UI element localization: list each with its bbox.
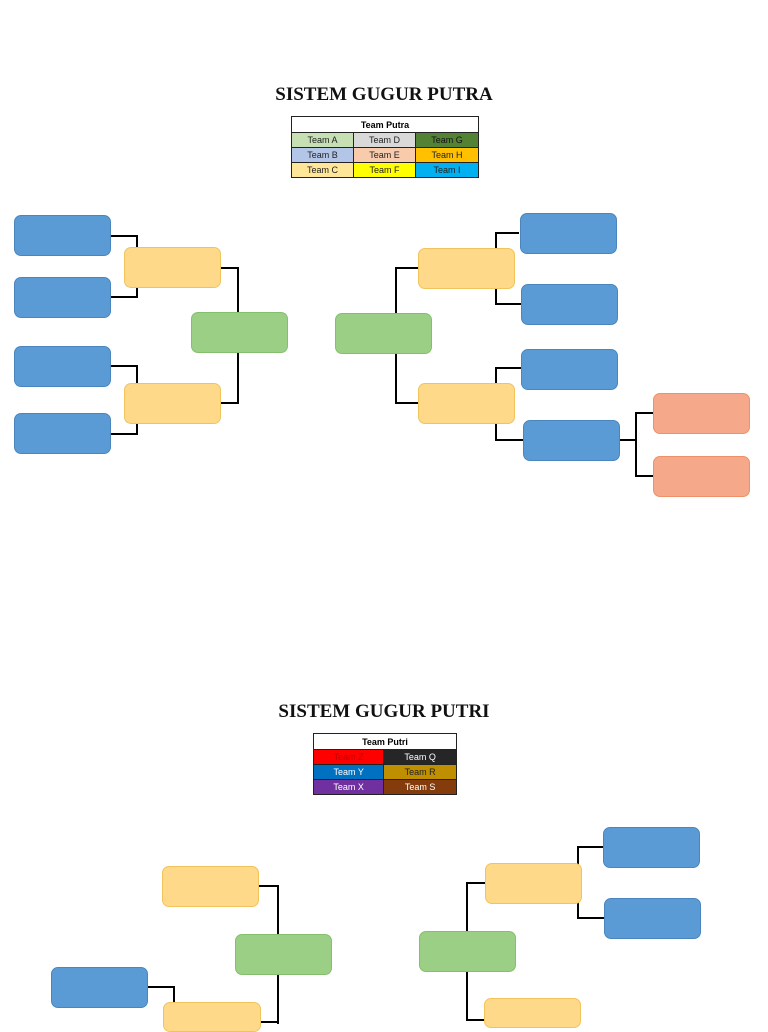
putri-legend-header: Team Putri <box>313 733 457 750</box>
putri-legend-table: Team Putri Team Z Team Q Team Y Team R T… <box>312 733 457 795</box>
putra-slot-left-final[interactable] <box>191 312 288 353</box>
putra-legend-cell: Team B <box>291 147 354 163</box>
putra-legend-cell: Team A <box>291 132 354 148</box>
putri-title: SISTEM GUGUR PUTRI <box>278 701 490 722</box>
putri-slot-right-r2-1[interactable] <box>485 863 582 904</box>
putri-slot-right-final[interactable] <box>419 931 516 972</box>
putra-title: SISTEM GUGUR PUTRA <box>275 84 493 105</box>
putra-slot-left-r1-1[interactable] <box>14 215 111 256</box>
putra-slot-left-r2-2[interactable] <box>124 383 221 424</box>
putra-legend-header: Team Putra <box>291 116 479 133</box>
putra-slot-right-r1-4[interactable] <box>523 420 620 461</box>
putra-slot-right-r1-2[interactable] <box>521 284 618 325</box>
putra-legend-cell: Team G <box>415 132 479 148</box>
putri-slot-left-final[interactable] <box>235 934 332 975</box>
putra-slot-left-r1-2[interactable] <box>14 277 111 318</box>
putra-legend-cell: Team I <box>415 162 479 178</box>
putri-legend-cell: Team S <box>383 779 457 795</box>
putra-slot-left-r2-1[interactable] <box>124 247 221 288</box>
putra-slot-right-r0-1[interactable] <box>653 393 750 434</box>
putra-slot-right-r0-2[interactable] <box>653 456 750 497</box>
putri-slot-left-r2-2[interactable] <box>163 1002 261 1032</box>
putra-slot-right-r1-1[interactable] <box>520 213 617 254</box>
putra-slot-right-r2-1[interactable] <box>418 248 515 289</box>
putra-slot-left-r1-4[interactable] <box>14 413 111 454</box>
putri-slot-right-r1-2[interactable] <box>604 898 701 939</box>
putri-slot-left-r1-1[interactable] <box>51 967 148 1008</box>
putra-slot-right-final[interactable] <box>335 313 432 354</box>
putra-slot-right-r2-2[interactable] <box>418 383 515 424</box>
putra-legend-cell: Team H <box>415 147 479 163</box>
putra-slot-right-r1-3[interactable] <box>521 349 618 390</box>
putra-legend-table: Team Putra Team A Team D Team G Team B T… <box>291 116 479 178</box>
putri-legend-cell: Team X <box>312 779 385 795</box>
putri-legend-cell: Team Q <box>383 749 457 765</box>
putra-slot-left-r1-3[interactable] <box>14 346 111 387</box>
putri-slot-left-r2-1[interactable] <box>162 866 259 907</box>
putri-slot-right-r1-1[interactable] <box>603 827 700 868</box>
putra-legend-cell: Team F <box>353 162 416 178</box>
putri-legend-cell: Team Z <box>312 749 385 765</box>
